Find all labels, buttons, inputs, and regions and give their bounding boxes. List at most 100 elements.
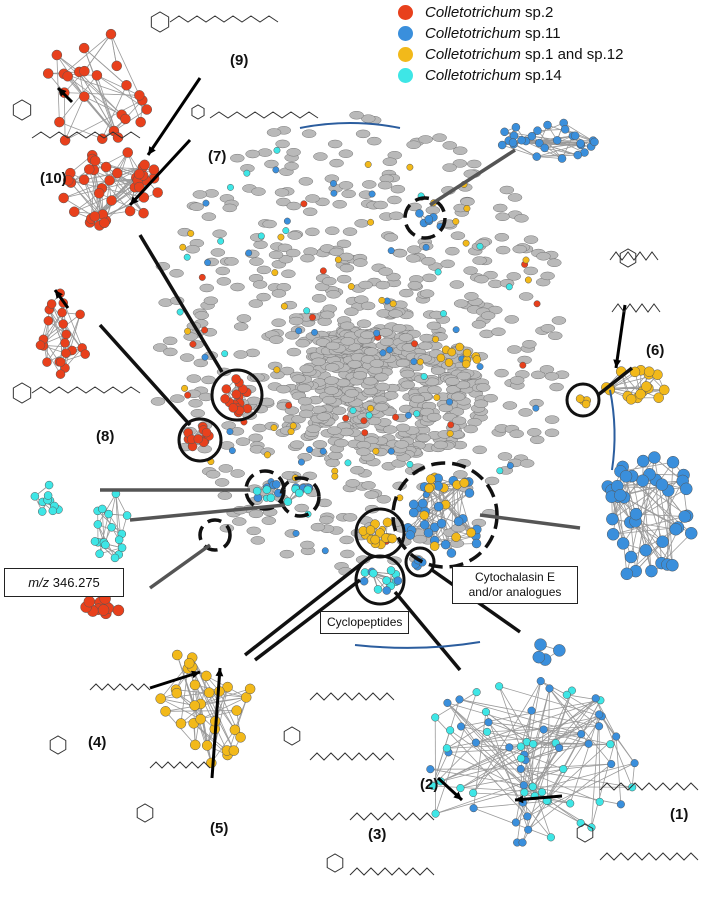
network-edge xyxy=(513,143,537,157)
network-node-pair xyxy=(248,509,264,519)
network-node-pair xyxy=(407,281,423,290)
network-node-pair xyxy=(504,315,520,324)
network-node xyxy=(576,818,585,828)
network-node-pair xyxy=(507,345,522,354)
network-edge xyxy=(101,508,105,543)
network-node-pair xyxy=(383,391,399,400)
network-node xyxy=(392,413,400,421)
network-node-pair xyxy=(358,280,373,290)
network-node-pair xyxy=(512,244,527,254)
callout-line xyxy=(243,555,372,657)
network-node-pair xyxy=(264,159,279,169)
network-node-pair xyxy=(286,248,301,258)
network-node-pair xyxy=(286,347,302,357)
network-node-pair xyxy=(230,153,245,163)
network-node xyxy=(134,90,145,101)
network-node xyxy=(581,399,591,409)
network-node-pair xyxy=(473,399,489,409)
network-node xyxy=(459,478,470,488)
network-node-pair xyxy=(327,426,342,435)
network-node-pair xyxy=(548,331,563,341)
network-node xyxy=(51,49,63,61)
network-edge xyxy=(126,85,142,123)
network-node xyxy=(272,166,280,174)
structures-layer xyxy=(12,11,699,876)
network-node xyxy=(96,133,108,144)
network-node-pair xyxy=(360,301,376,311)
network-edge xyxy=(160,698,195,706)
network-node xyxy=(59,135,71,146)
network-node xyxy=(133,168,145,180)
compound-label-9: (9) xyxy=(230,52,249,69)
network-edge xyxy=(67,75,115,132)
network-node xyxy=(387,247,395,255)
network-node xyxy=(590,137,599,147)
network-node xyxy=(221,350,229,358)
network-node-pair xyxy=(252,280,268,289)
network-node xyxy=(231,389,242,400)
network-edge xyxy=(622,484,663,544)
network-edge xyxy=(432,699,460,786)
network-node xyxy=(635,388,646,400)
network-node-pair xyxy=(452,146,468,155)
network-node-pair xyxy=(518,292,534,301)
structure-4-ring xyxy=(49,735,67,755)
network-node xyxy=(387,447,395,455)
structure-10-chain xyxy=(31,131,141,139)
network-node-pair xyxy=(416,433,431,443)
network-node xyxy=(532,152,541,161)
network-node-pair xyxy=(271,289,287,298)
network-node xyxy=(134,181,145,193)
network-node-pair xyxy=(509,376,525,385)
network-node xyxy=(283,497,293,506)
network-node xyxy=(508,138,518,147)
network-node xyxy=(570,131,580,141)
network-node xyxy=(189,739,201,751)
network-node xyxy=(138,207,149,219)
network-node xyxy=(386,346,394,354)
network-edge xyxy=(527,800,549,830)
highlight-circle xyxy=(177,417,223,463)
network-node-pair xyxy=(284,161,299,171)
network-node-pair xyxy=(475,383,491,392)
network-edge xyxy=(508,747,522,770)
network-node-pair xyxy=(363,347,379,356)
network-node-pair xyxy=(432,133,447,142)
network-node xyxy=(93,188,105,199)
network-node xyxy=(155,693,166,704)
network-edge xyxy=(536,154,578,158)
network-node xyxy=(101,540,110,550)
mz-value: 346.275 xyxy=(52,575,100,590)
network-node-pair xyxy=(349,110,364,120)
network-node-pair xyxy=(353,258,368,267)
structure-10-ring xyxy=(12,99,32,121)
network-node-pair xyxy=(257,148,273,157)
network-node xyxy=(607,759,616,769)
network-node xyxy=(306,446,313,454)
network-node xyxy=(264,451,271,459)
network-edge xyxy=(642,480,663,542)
network-node xyxy=(422,243,430,251)
network-node-pair xyxy=(523,235,539,244)
network-node xyxy=(433,394,441,401)
network-edge xyxy=(623,497,679,528)
network-node-pair xyxy=(252,423,267,433)
network-edge xyxy=(473,800,549,809)
network-node xyxy=(519,361,527,369)
network-node xyxy=(365,525,376,535)
structure-2-chain-lower xyxy=(309,752,395,761)
network-edge xyxy=(612,457,655,520)
compound-label-6: (6) xyxy=(646,342,665,359)
network-node-pair xyxy=(519,459,535,468)
network-node xyxy=(227,183,234,191)
network-node xyxy=(476,242,484,250)
network-edge xyxy=(447,702,525,786)
network-edge xyxy=(440,743,534,782)
network-node xyxy=(62,175,74,186)
network-node xyxy=(462,239,470,247)
network-node xyxy=(516,764,525,773)
network-node xyxy=(272,480,281,489)
network-node xyxy=(656,535,669,548)
